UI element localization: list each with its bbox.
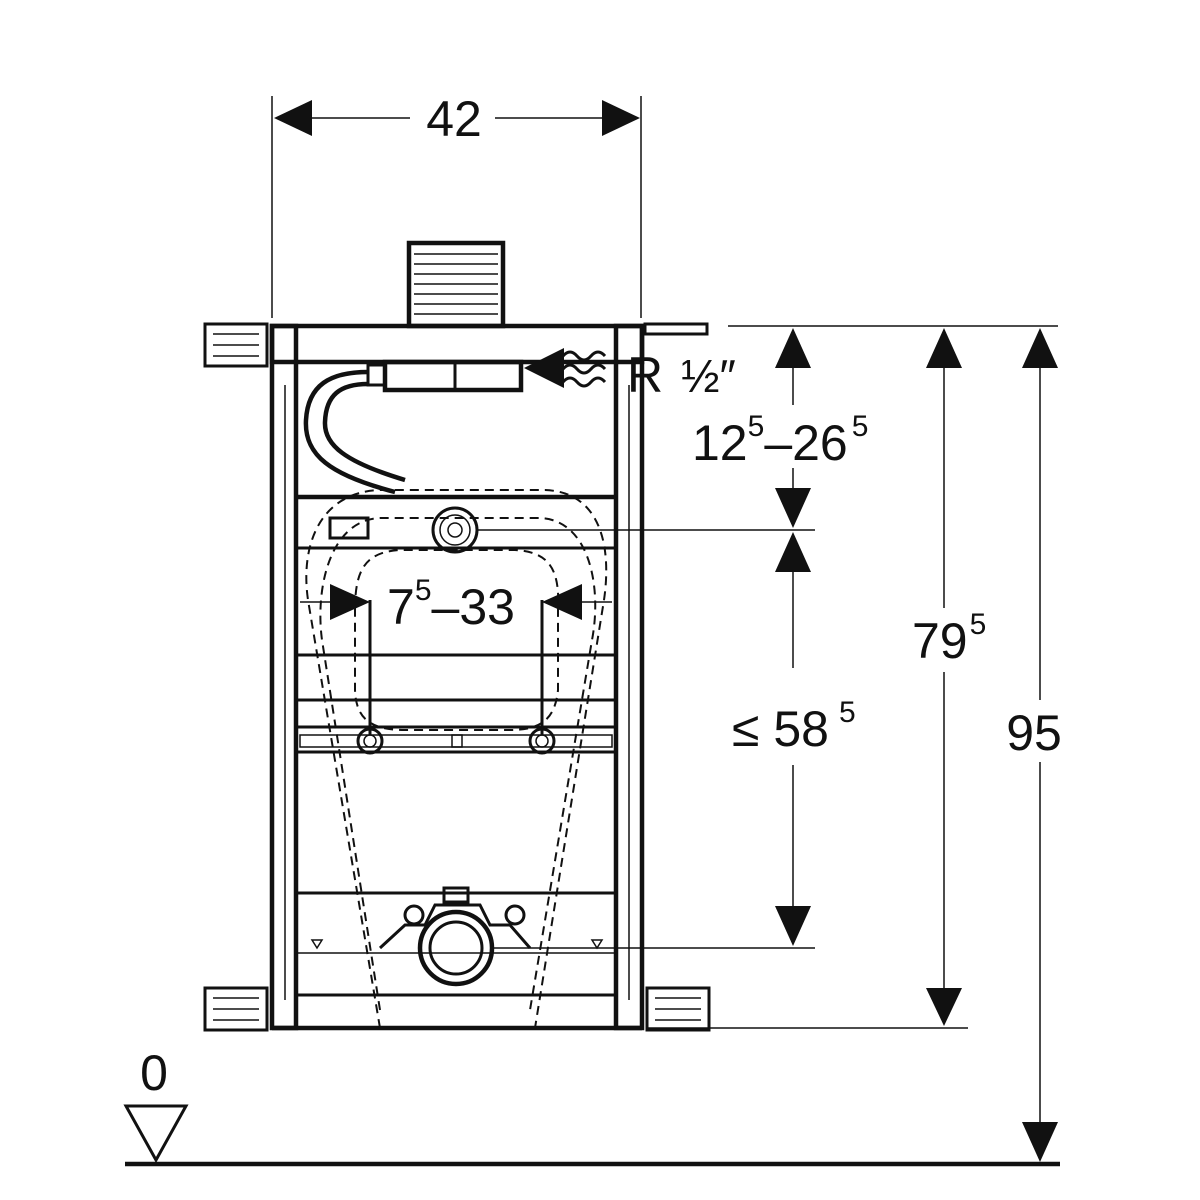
flush-pipe [406, 240, 506, 329]
supply-range-max-sup: 5 [852, 410, 869, 443]
connection-prefix: R [627, 347, 663, 403]
water-flow-icon [561, 350, 607, 388]
fixing-studs [356, 600, 556, 755]
frame [269, 323, 645, 1031]
frame-height-label: 795 [912, 608, 986, 669]
fixing-range-min: 7 [387, 579, 415, 635]
connection-value: ½″ [681, 350, 736, 402]
drain-outlet [378, 886, 815, 987]
dimension-fixing-range: 75–33 [300, 574, 612, 635]
dimension-outlet-height: ≤ 58 5 [732, 532, 856, 946]
connection-label: R ½″ [627, 347, 736, 403]
supply-range-min: 12 [692, 415, 748, 471]
fixing-range-max: 33 [459, 579, 515, 635]
floor-level: 0 [123, 1045, 1060, 1167]
frame-height-sup: 5 [970, 608, 987, 641]
dimension-width: 42 [271, 91, 642, 318]
outlet-height-sup: 5 [839, 696, 856, 729]
dimension-frame-height: 795 [648, 328, 986, 1029]
floor-level-label: 0 [140, 1045, 168, 1101]
level-triangle-icon [123, 1104, 189, 1164]
supply-valve [303, 359, 524, 495]
dimension-total-height: 95 [1006, 328, 1062, 1162]
outlet-height-value: ≤ 58 [732, 701, 829, 757]
flush-inlet [431, 506, 815, 554]
supply-range-min-sup: 5 [748, 410, 765, 443]
foot-bottom-right [645, 986, 711, 1032]
frame-height-value: 79 [912, 613, 968, 669]
fixing-range-min-sup: 5 [415, 574, 432, 607]
width-label: 42 [426, 91, 482, 147]
foot-bottom-left [203, 986, 269, 1032]
foot-top-right [643, 322, 709, 336]
fixing-range-sep: – [432, 579, 460, 635]
total-height-label: 95 [1006, 705, 1062, 761]
outlet-height-label: ≤ 58 5 [732, 696, 856, 757]
supply-range-sep: – [764, 415, 792, 471]
foot-top-left [203, 322, 269, 368]
urinal-outline [305, 489, 608, 1029]
supply-range-max: 26 [792, 415, 848, 471]
supply-arrow [524, 348, 564, 388]
fixing-range-label: 75–33 [387, 574, 515, 635]
